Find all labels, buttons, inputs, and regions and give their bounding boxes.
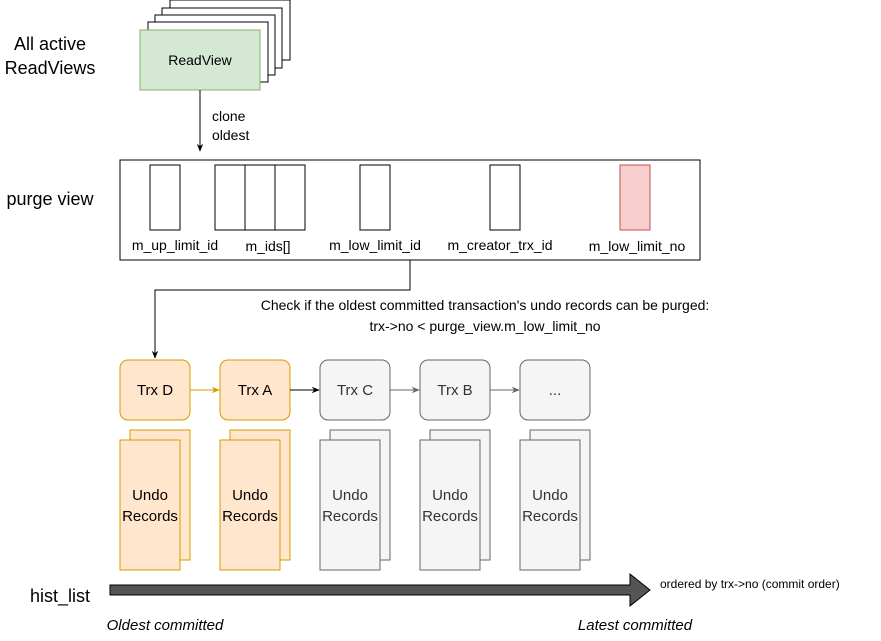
oldest-committed-label: Oldest committed [107, 617, 224, 634]
all-active-label-line2: ReadViews [5, 58, 96, 78]
undo-records-list: UndoRecordsUndoRecordsUndoRecordsUndoRec… [119, 429, 591, 571]
field-creator-trx-id [489, 164, 521, 231]
label-low-limit-no: m_low_limit_no [589, 238, 686, 254]
all-active-label-line1: All active [14, 34, 86, 54]
clone-label-line2: oldest [212, 127, 249, 143]
label-up-limit-id: m_up_limit_id [132, 237, 218, 253]
label-ids: m_ids[] [245, 238, 290, 254]
undo-records-front [319, 439, 381, 571]
purge-view-label: purge view [6, 189, 94, 209]
transaction-label: Trx D [137, 382, 173, 399]
undo-label-line2: Records [522, 508, 578, 525]
readview-label: ReadView [168, 52, 232, 68]
undo-label-line2: Records [422, 508, 478, 525]
label-low-limit-id: m_low_limit_id [329, 237, 421, 253]
field-low-limit-no [619, 164, 651, 231]
undo-label-line2: Records [322, 508, 378, 525]
transaction-label: Trx A [238, 382, 272, 399]
check-text-line1: Check if the oldest committed transactio… [261, 297, 710, 313]
transaction-box [519, 359, 591, 421]
transaction-0: Trx D [119, 359, 220, 421]
transaction-label: Trx C [337, 382, 373, 399]
undo-records-front [219, 439, 281, 571]
transaction-1: Trx A [219, 359, 320, 421]
check-text-line2: trx->no < purge_view.m_low_limit_no [369, 318, 600, 334]
purge-to-trx-arrow [151, 260, 411, 359]
latest-committed-label: Latest committed [578, 617, 693, 634]
readview-box [139, 29, 261, 91]
transaction-label: Trx B [437, 382, 472, 399]
undo-label-line1: Undo [332, 487, 368, 504]
undo-records-front [119, 439, 181, 571]
transaction-3: Trx B [419, 359, 520, 421]
transaction-list: Trx D Trx A Trx C Trx B... [119, 359, 591, 421]
label-creator-trx-id: m_creator_trx_id [447, 237, 552, 253]
ordered-by-label: ordered by trx->no (commit order) [660, 577, 840, 591]
undo-label-line1: Undo [432, 487, 468, 504]
clone-label-line1: clone [212, 108, 246, 124]
readview-stack: ReadView [139, 0, 291, 91]
field-ids-cell-3 [274, 164, 306, 231]
undo-label-line2: Records [122, 508, 178, 525]
field-low-limit-id [359, 164, 391, 231]
field-ids-cell-1 [214, 164, 246, 231]
field-up-limit-id [149, 164, 181, 231]
undo-label-line1: Undo [232, 487, 268, 504]
hist-list-timeline-arrow [109, 572, 651, 608]
transaction-label: ... [549, 382, 562, 399]
undo-label-line1: Undo [132, 487, 168, 504]
undo-records-front [519, 439, 581, 571]
transaction-2: Trx C [319, 359, 420, 421]
hist-list-label: hist_list [30, 586, 90, 607]
undo-label-line1: Undo [532, 487, 568, 504]
undo-label-line2: Records [222, 508, 278, 525]
transaction-4: ... [519, 359, 591, 421]
undo-records-front [419, 439, 481, 571]
field-ids-cell-2 [244, 164, 276, 231]
